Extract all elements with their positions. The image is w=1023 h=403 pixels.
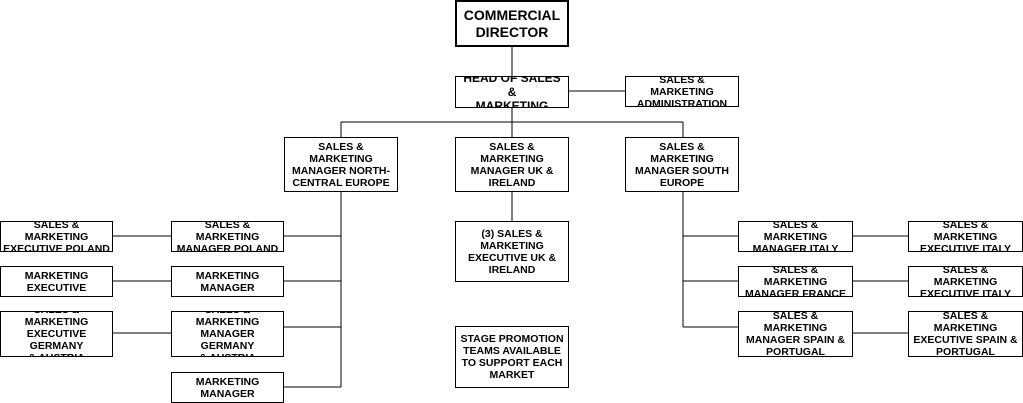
- executive-germany-austria-box: SALES & MARKETING EXECUTIVE GERMANY & AU…: [0, 311, 113, 357]
- manager-spain-portugal-box: SALES & MARKETING MANAGER SPAIN & PORTUG…: [738, 311, 853, 357]
- manager-north-central-europe-box: SALES & MARKETING MANAGER NORTH- CENTRAL…: [284, 137, 398, 192]
- executive-northen-box: SALES & MARKETING EXECUTIVE NORTHEN: [0, 266, 113, 297]
- manager-germany-austria-box: SALES & MARKETING MANAGER GERMANY & AUST…: [171, 311, 284, 357]
- manager-benelux-box: SALES & MARKETING MANAGER BENELUX: [171, 372, 284, 403]
- commercial-director-box: COMMERCIAL DIRECTOR: [455, 0, 569, 47]
- head-of-sales-marketing-box: HEAD OF SALES & MARKETING: [455, 76, 569, 108]
- manager-northen-box: SALES & MARKETING MANAGER NORTHEN: [171, 266, 284, 297]
- executive-poland-box: SALES & MARKETING EXECUTIVE POLAND: [0, 221, 113, 252]
- executive-italy-box: SALES & MARKETING EXECUTIVE ITALY: [908, 221, 1023, 252]
- executive-spain-portugal-box: SALES & MARKETING EXECUTIVE SPAIN & PORT…: [908, 311, 1023, 357]
- sales-marketing-administration-box: SALES & MARKETING ADMINISTRATION: [625, 76, 739, 107]
- executive-italy-second-box: SALES & MARKETING EXECUTIVE ITALY: [908, 266, 1023, 297]
- manager-south-europe-box: SALES & MARKETING MANAGER SOUTH EUROPE: [625, 137, 739, 192]
- manager-france-box: SALES & MARKETING MANAGER FRANCE: [738, 266, 853, 297]
- executive-uk-ireland-box: (3) SALES & MARKETING EXECUTIVE UK & IRE…: [455, 221, 569, 282]
- manager-poland-box: SALES & MARKETING MANAGER POLAND: [171, 221, 284, 252]
- manager-uk-ireland-box: SALES & MARKETING MANAGER UK & IRELAND: [455, 137, 569, 192]
- manager-italy-box: SALES & MARKETING MANAGER ITALY: [738, 221, 853, 252]
- stage-promotion-teams-box: STAGE PROMOTION TEAMS AVAILABLE TO SUPPO…: [455, 326, 569, 388]
